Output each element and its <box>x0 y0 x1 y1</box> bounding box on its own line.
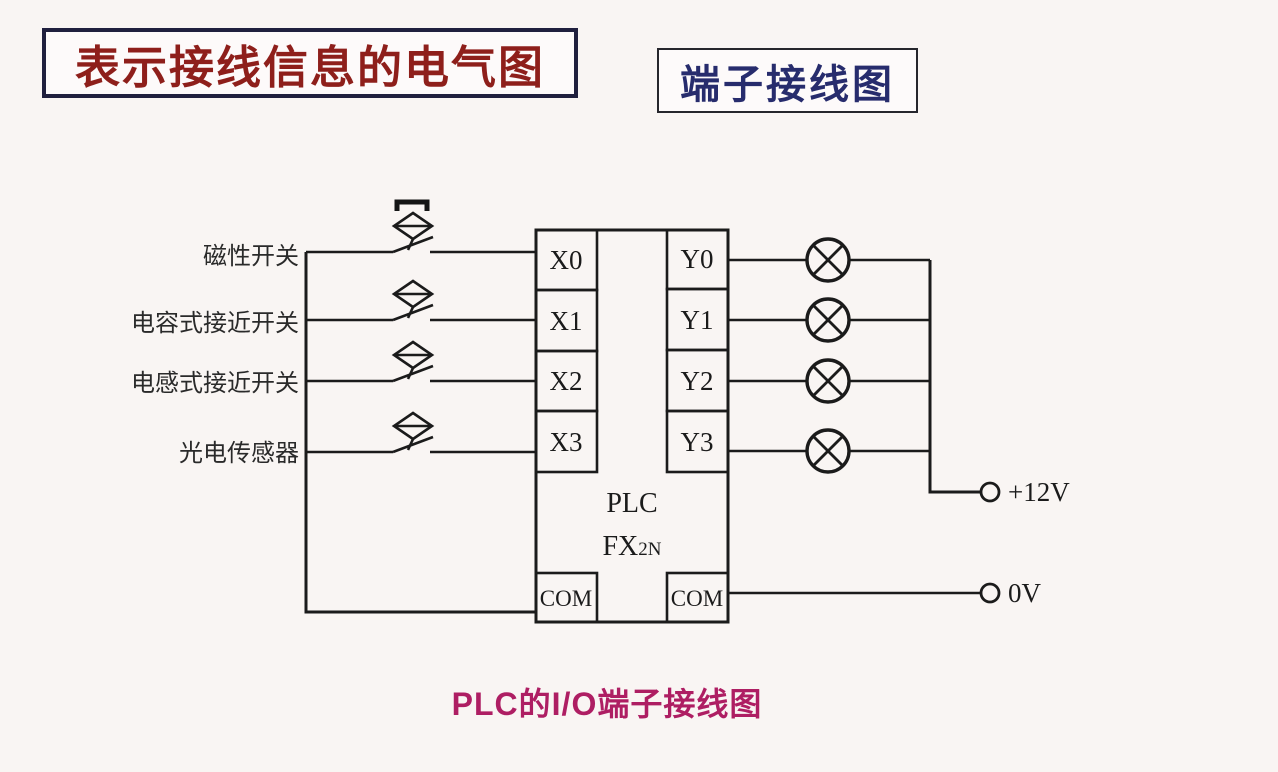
lamp-cross <box>812 244 844 276</box>
photoelectric-sensor-icon <box>391 411 435 454</box>
terminal-label-y1: Y1 <box>681 305 714 335</box>
terminal-label-com-left: COM <box>540 586 592 611</box>
magnet-icon <box>394 199 430 211</box>
capacitive-proximity-switch-icon <box>391 279 435 322</box>
main-title-box: 表示接线信息的电气图 <box>42 28 578 98</box>
input-label-x3: 光电传感器 <box>179 440 299 467</box>
diamond-stem <box>406 306 415 319</box>
terminal-label-x0: X0 <box>550 245 583 275</box>
magnetic-switch-icon <box>391 199 435 254</box>
lamp-icon <box>805 358 851 404</box>
power-terminal-0v: 0V <box>979 578 1042 608</box>
input-label-x1: 电容式接近开关 <box>131 310 299 337</box>
output-row-y3 <box>728 428 930 474</box>
terminal-label-x3: X3 <box>550 427 583 457</box>
lamp-icon <box>805 428 851 474</box>
input-row-x0: 磁性开关 <box>203 199 536 270</box>
caption: PLC的I/O端子接线图 <box>451 686 763 722</box>
terminal-box-y3 <box>665 409 730 474</box>
terminal-label-x1: X1 <box>550 306 583 336</box>
diamond-stem <box>406 438 415 451</box>
lamp-icon <box>805 237 851 283</box>
power-label-12v: +12V <box>1008 477 1070 507</box>
terminal-box-com-left <box>534 571 599 624</box>
subtitle: 端子接线图 <box>680 61 895 107</box>
terminal-label-x2: X2 <box>550 366 583 396</box>
plc-block: X0 X1 X2 X3 Y0 Y1 Y2 Y3 COM COM PLC FX2N <box>534 228 730 624</box>
terminal-label-y2: Y2 <box>681 366 714 396</box>
output-row-y2 <box>728 358 930 404</box>
diamond-stem <box>406 367 415 380</box>
input-row-x3: 光电传感器 <box>179 411 536 467</box>
output-row-y0 <box>728 237 930 283</box>
switch-blade <box>392 435 434 454</box>
lamp-icon <box>805 297 851 343</box>
power-terminal-12v: +12V <box>979 477 1070 507</box>
lamp-cross <box>812 304 844 336</box>
subtitle-box: 端子接线图 <box>657 48 918 113</box>
terminal-box-x3 <box>534 409 599 474</box>
inductive-proximity-switch-icon <box>391 340 435 383</box>
terminal-box-com-right <box>665 571 730 624</box>
plc-model-main: FX <box>602 531 638 562</box>
terminal-label-y0: Y0 <box>681 244 714 274</box>
input-row-x1: 电容式接近开关 <box>131 279 536 337</box>
switch-blade <box>392 364 434 383</box>
lamp-cross <box>812 365 844 397</box>
input-label-x2: 电感式接近开关 <box>131 370 299 397</box>
terminal-label-y3: Y3 <box>681 427 714 457</box>
input-row-x2: 电感式接近开关 <box>131 340 536 397</box>
output-row-y1 <box>728 297 930 343</box>
input-label-x0: 磁性开关 <box>203 243 299 270</box>
power-label-0v: 0V <box>1008 578 1042 608</box>
plc-model: FX2N <box>602 531 661 562</box>
input-common-bus-wire <box>304 252 536 614</box>
main-title: 表示接线信息的电气图 <box>74 42 545 93</box>
diamond-stem <box>406 238 415 251</box>
output-common-bus-wire <box>928 260 981 494</box>
terminal-circle-icon <box>979 582 1001 604</box>
terminal-label-com-right: COM <box>671 586 723 611</box>
lamp-cross <box>812 435 844 467</box>
switch-blade <box>392 303 434 322</box>
plc-name: PLC <box>606 488 657 519</box>
terminal-circle-icon <box>979 481 1001 503</box>
switch-blade <box>392 235 434 254</box>
plc-model-subscript: 2N <box>638 539 662 560</box>
